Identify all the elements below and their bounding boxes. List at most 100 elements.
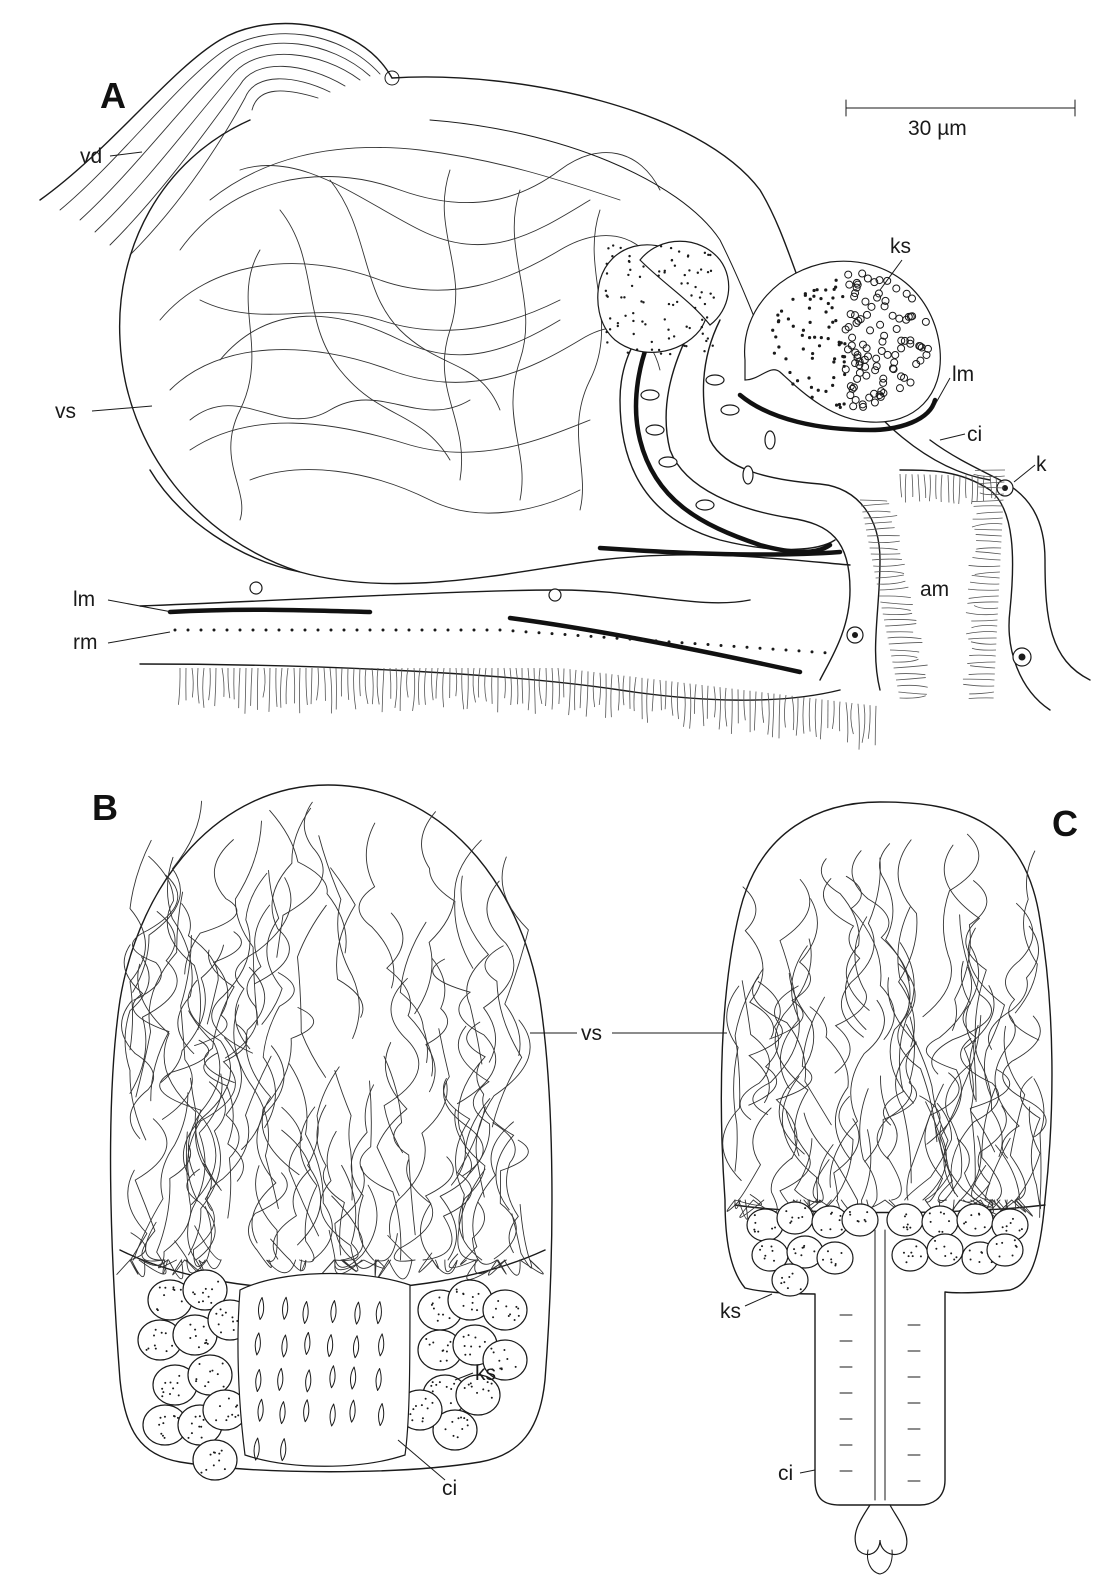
cilium	[866, 528, 895, 530]
rm-dot	[772, 648, 775, 651]
cilium	[251, 668, 252, 706]
granule	[468, 1384, 470, 1386]
granule	[203, 1419, 205, 1421]
cilium	[569, 669, 571, 715]
panel-c-letter: C	[1052, 803, 1078, 844]
granule	[220, 1308, 222, 1310]
granule	[508, 1315, 510, 1317]
cilium	[754, 692, 756, 731]
cilium	[744, 690, 745, 720]
granule	[680, 282, 682, 284]
granule	[628, 255, 630, 257]
cilium	[966, 613, 998, 615]
granule	[663, 271, 665, 273]
granule	[171, 1345, 173, 1347]
granule	[198, 1363, 200, 1365]
cilium	[707, 686, 708, 719]
granule	[479, 1346, 481, 1348]
sperm-strand	[400, 922, 427, 1062]
ks-gland	[957, 1204, 993, 1236]
granule	[450, 1402, 452, 1404]
granule	[463, 1336, 465, 1338]
cilium	[677, 682, 678, 719]
cilium	[970, 582, 999, 584]
granule	[462, 1305, 464, 1307]
granule	[981, 1252, 983, 1254]
granule	[803, 1245, 805, 1247]
granule	[617, 325, 619, 327]
granule	[827, 1250, 829, 1252]
cilium	[294, 668, 295, 703]
granule	[789, 1222, 791, 1224]
granule	[623, 296, 625, 298]
cilium	[324, 668, 325, 701]
granule	[170, 1381, 172, 1383]
granule	[178, 1375, 180, 1377]
granule	[200, 1426, 202, 1428]
ks-granule	[777, 345, 780, 348]
ks-granule	[831, 321, 834, 324]
granule	[440, 1360, 442, 1362]
cilium	[970, 666, 995, 668]
sperm-strand	[124, 945, 169, 1101]
rm-dot	[226, 629, 229, 632]
ks-granule	[816, 288, 819, 291]
ks-granule	[832, 376, 835, 379]
granule	[699, 296, 701, 298]
cilium	[510, 668, 511, 705]
granule	[829, 1228, 831, 1230]
rm-dot	[395, 629, 398, 632]
granule	[704, 252, 706, 254]
ks-gland	[772, 1264, 808, 1296]
granule	[439, 1381, 441, 1383]
cilium	[862, 511, 890, 512]
rm-dot	[174, 629, 177, 632]
cilium	[702, 685, 704, 726]
ks-granule	[807, 376, 810, 379]
granule	[164, 1437, 166, 1439]
granule	[619, 247, 621, 249]
granule	[632, 312, 634, 314]
cilium	[665, 681, 666, 710]
ks-gland	[887, 1204, 923, 1236]
granule	[794, 1252, 796, 1254]
ks-granule	[802, 347, 805, 350]
granule	[606, 294, 608, 296]
granule	[463, 1417, 465, 1419]
granule	[770, 1245, 772, 1247]
granule	[673, 335, 675, 337]
cilium	[803, 697, 804, 733]
cilium	[198, 668, 200, 703]
granule	[706, 316, 708, 318]
cilium	[606, 674, 607, 718]
sperm-strand	[1034, 1079, 1044, 1218]
cilium	[971, 620, 997, 621]
granule	[912, 1255, 914, 1257]
ks-granule	[796, 379, 799, 382]
ks-granule	[827, 326, 830, 329]
granule	[690, 294, 692, 296]
sperm-strand	[804, 1113, 857, 1213]
granule	[201, 1437, 203, 1439]
granule	[432, 1381, 434, 1383]
granule	[453, 1435, 455, 1437]
sperm-strand	[923, 834, 979, 1017]
granule	[464, 1345, 466, 1347]
ks-granule	[791, 298, 794, 301]
granule	[202, 1300, 204, 1302]
ks-granule	[820, 336, 823, 339]
cilium	[969, 674, 995, 675]
granule	[461, 1428, 463, 1430]
granule	[446, 1360, 448, 1362]
sperm-strand	[1015, 851, 1037, 1013]
ks-granule	[809, 298, 812, 301]
cilium	[762, 692, 764, 723]
sperm-strand	[273, 1130, 310, 1259]
cilium	[896, 678, 926, 680]
sperm-strand	[493, 1123, 519, 1253]
cilium	[719, 687, 720, 729]
sperm-strand	[422, 812, 473, 969]
cilium	[209, 668, 211, 700]
granule	[658, 349, 660, 351]
granule	[841, 1229, 843, 1231]
